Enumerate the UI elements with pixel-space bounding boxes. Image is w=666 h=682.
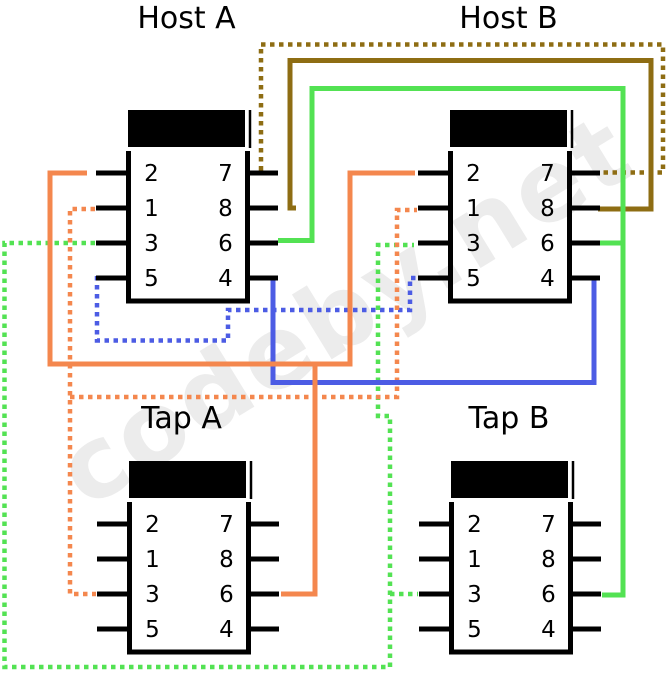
chip-top-bar [451, 461, 568, 498]
chip-title-host-b: Host B [459, 1, 557, 36]
pin-label: 8 [218, 196, 233, 222]
pin-label: 4 [540, 266, 555, 292]
pin-label: 2 [145, 512, 160, 538]
pin-label: 5 [467, 617, 482, 643]
pin-label: 8 [540, 196, 555, 222]
wire-orange-solid-tapa-spur [281, 364, 318, 597]
pin-label: 2 [466, 161, 481, 187]
chip-top-bar [450, 110, 567, 147]
wire-blue-solid-pin4 [270, 276, 597, 385]
pin-label: 1 [466, 196, 481, 222]
pin-label: 5 [145, 617, 160, 643]
chip-title-host-a: Host A [137, 1, 236, 36]
chip-tap-b: 2 1 3 5 7 8 6 4 [419, 461, 601, 655]
pin-label: 4 [219, 617, 234, 643]
wire-olive-solid-pin8 [287, 58, 654, 212]
chip-host-b: 2 1 3 5 7 8 6 4 [418, 110, 600, 304]
chip-tap-a: 2 1 3 5 7 8 6 4 [97, 461, 279, 655]
pin-label: 8 [219, 547, 234, 573]
pin-label: 2 [144, 161, 159, 187]
pin-label: 3 [466, 231, 481, 257]
wire-olive-dotted-pin7 [258, 42, 666, 175]
wires [2, 42, 666, 670]
pin-label: 3 [144, 231, 159, 257]
pin-label: 8 [541, 547, 556, 573]
pin-label: 3 [145, 582, 160, 608]
chip-top-bar [129, 461, 246, 498]
pin-label: 7 [219, 512, 234, 538]
pin-label: 6 [218, 231, 233, 257]
pin-label: 5 [144, 266, 159, 292]
wire-orange-dotted-pin1 [67, 206, 96, 597]
pin-label: 3 [467, 582, 482, 608]
chip-title-tap-b: Tap B [468, 401, 550, 436]
pin-label: 7 [540, 161, 555, 187]
wire-blue-dotted-pin5 [94, 275, 417, 343]
pin-label: 7 [218, 161, 233, 187]
pin-label: 2 [467, 512, 482, 538]
pin-label: 6 [219, 582, 234, 608]
pin-label: 4 [541, 617, 556, 643]
pin-label: 1 [467, 547, 482, 573]
pin-label: 5 [466, 266, 481, 292]
chip-title-tap-a: Tap A [140, 401, 222, 436]
wire-green-solid-pin6 [278, 86, 626, 598]
chip-host-a: 2 1 3 5 7 8 6 4 [96, 110, 278, 304]
pin-label: 6 [540, 231, 555, 257]
pin-label: 4 [218, 266, 233, 292]
wire-green-dotted-pin3 [2, 240, 414, 670]
wire-orange-dotted-hostb-branch [70, 207, 417, 400]
pin-label: 1 [145, 547, 160, 573]
pin-label: 6 [541, 582, 556, 608]
pin-label: 7 [541, 512, 556, 538]
pin-label: 1 [144, 196, 159, 222]
wire-orange-solid-pin2 [47, 170, 415, 367]
chip-top-bar [128, 110, 245, 147]
